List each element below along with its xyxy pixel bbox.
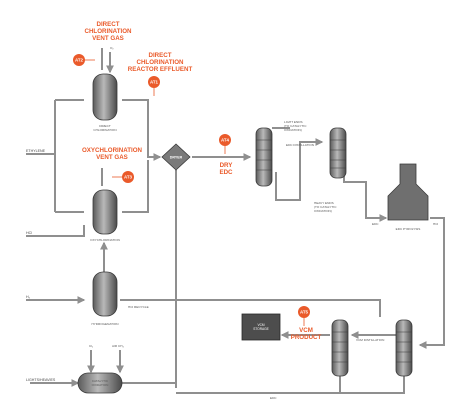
hcl-feed-line xyxy=(26,225,85,237)
vcm-storage-tank xyxy=(241,313,281,341)
air-ch4-label: AIR CH₄ xyxy=(112,344,124,348)
at2-label: AT2 xyxy=(75,58,84,63)
ethylene-label: ETHYLENE xyxy=(26,149,46,153)
o2-label: O₂ xyxy=(110,46,114,50)
edc-distillation-column-2 xyxy=(329,127,347,179)
dryer-label: DRYER xyxy=(170,156,183,160)
at1-tag[interactable]: AT1 xyxy=(148,76,160,88)
light-ends-label-2: (TO CATALYTIC xyxy=(284,124,307,128)
vcm-distillation-label: VCM DISTILLATION xyxy=(356,338,384,342)
light-ends-label-1: LIGHT ENDS xyxy=(284,120,303,124)
reactor-effluent-callout-3: REACTOR EFFLUENT xyxy=(128,66,193,73)
vcm-storage-label-2: STORAGE xyxy=(253,327,269,331)
oxychlorination-outlet-line xyxy=(122,160,149,213)
vcm-storage-label-1: VCM xyxy=(257,323,264,327)
hcl-from-pyrolysis-label: HCl xyxy=(433,222,438,226)
at5-label: AT5 xyxy=(300,310,309,315)
hydrogenation-reactor xyxy=(92,271,118,317)
at1-label: AT1 xyxy=(150,80,159,85)
heavy-ends-label-1: HEAVY ENDS xyxy=(314,201,334,205)
edc-recycle-label: EDC xyxy=(270,396,277,400)
heavy-ends-label-3: OXIDATION) xyxy=(314,209,332,213)
direct-vent-callout-1: DIRECT xyxy=(96,21,119,28)
cl2-label: Cl₂ xyxy=(89,344,94,348)
at5-tag[interactable]: AT5 xyxy=(298,306,310,318)
oxychlorination-reactor xyxy=(92,189,118,235)
edc-pyrolysis-label: EDC PYROLYSIS xyxy=(396,227,421,231)
column2-to-pyrolysis-line xyxy=(343,160,388,222)
vcm-distillation-column-2 xyxy=(395,319,413,377)
vcm-distillation-column-1 xyxy=(331,319,349,377)
heavy-ends-label-2: (TO CATALYTIC xyxy=(314,205,337,209)
edc-pyrolysis-furnace xyxy=(387,163,429,221)
direct-chlorination-reactor xyxy=(92,73,118,121)
catalytic-oxidation-unit xyxy=(77,372,123,394)
at4-tag[interactable]: AT4 xyxy=(219,134,231,146)
at3-tag[interactable]: AT3 xyxy=(122,171,134,183)
dry-edc-callout-1: DRY xyxy=(220,162,234,169)
column1-to-column2-line xyxy=(275,138,324,201)
at4-label: AT4 xyxy=(221,138,230,143)
direct-chlorination-label-1: DIRECT xyxy=(99,124,111,128)
catalytic-oxidation-label-1: CATALYTIC xyxy=(92,379,109,383)
lights-heavies-label: LIGHTS/HEAVIES xyxy=(26,378,56,382)
vcm-product-callout-1: VCM xyxy=(299,327,313,334)
edc-to-pyrolysis-label: EDC xyxy=(372,222,379,226)
reactor-effluent-callout-1: DIRECT xyxy=(148,52,171,59)
hcl-recycle-label: HCl RECYCLE xyxy=(128,305,149,309)
hcl-feed-label: HCl xyxy=(26,231,32,235)
direct-vent-callout-2: CHLORINATION xyxy=(85,28,133,35)
at3-label: AT3 xyxy=(124,175,133,180)
pyrolysis-to-vcm-line xyxy=(418,217,445,349)
oxy-vent-callout-2: VENT GAS xyxy=(96,154,128,161)
hcl-recycle-line xyxy=(120,299,381,317)
at2-tag[interactable]: AT2 xyxy=(73,54,85,66)
dryer-unit xyxy=(161,143,191,171)
reactor-effluent-callout-2: CHLORINATION xyxy=(137,59,185,66)
edc-distillation-label: EDC DISTILLATION xyxy=(286,143,314,147)
light-ends-label-3: OXIDATION) xyxy=(284,128,302,132)
ethylene-feed-line xyxy=(26,99,84,213)
dry-edc-callout-2: EDC xyxy=(219,169,233,176)
hydrogenation-label: HYDROGENATION xyxy=(91,322,118,326)
direct-chlorination-label-2: CHLORINATION xyxy=(93,128,116,132)
vcm-product-callout-2: PRODUCT xyxy=(291,334,322,341)
direct-chlorination-outlet-line xyxy=(122,99,162,161)
piping-network xyxy=(26,48,445,394)
oxychlorination-label: OXYCHLORINATION xyxy=(90,238,120,242)
edc-distillation-column-1 xyxy=(255,127,273,187)
oxy-vent-callout-1: OXYCHLORINATION xyxy=(82,147,143,154)
edc-recycle-line xyxy=(176,376,405,394)
h2-label: H₂ xyxy=(26,295,31,299)
catalytic-oxidation-label-2: OXIDATION xyxy=(92,383,109,387)
direct-vent-callout-3: VENT GAS xyxy=(92,35,124,42)
